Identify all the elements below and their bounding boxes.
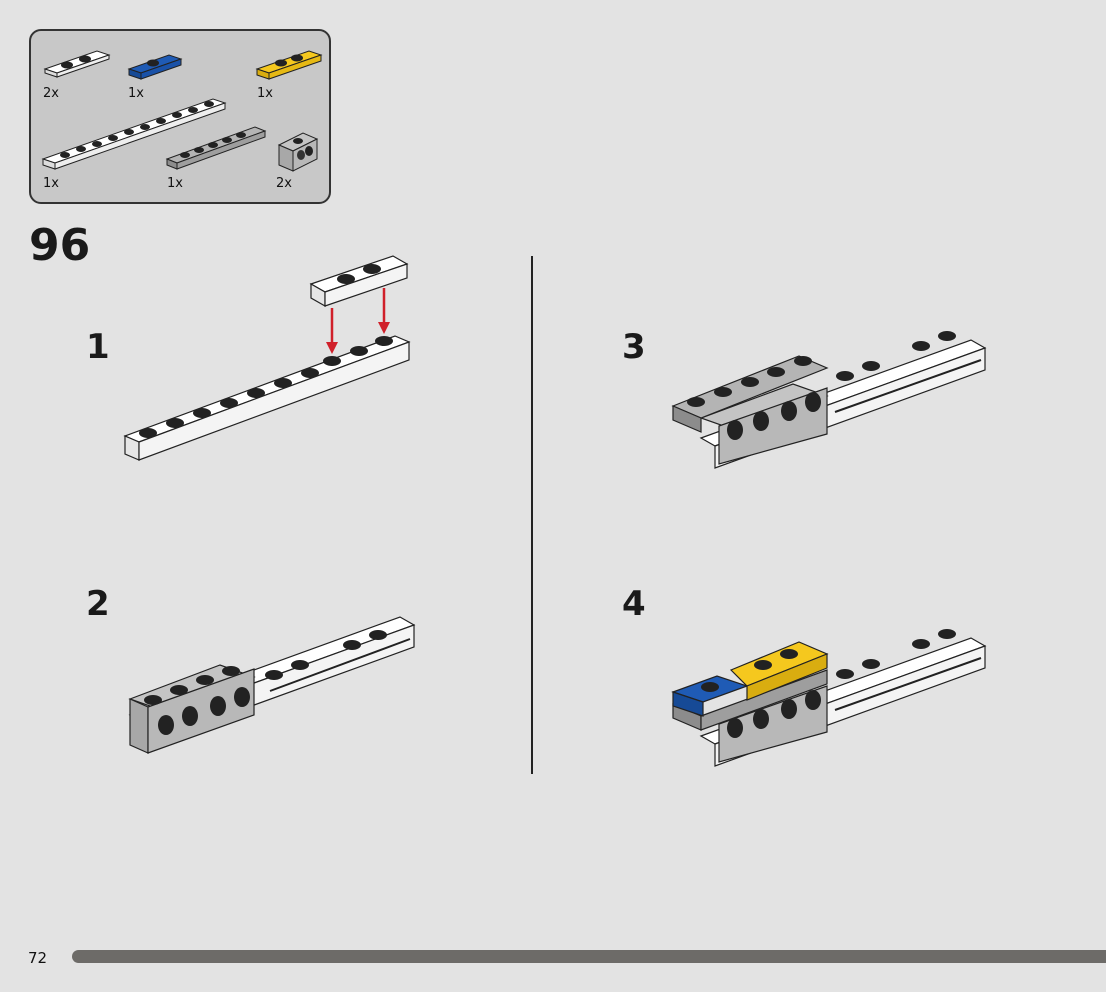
step-divider: [531, 256, 533, 774]
substep-number: 4: [622, 584, 646, 624]
yellow-plate: [729, 641, 829, 701]
white-1x2-plate-icon: [43, 50, 111, 78]
substep-number: 1: [86, 327, 110, 367]
part-quantity: 2x: [276, 176, 292, 191]
white-1x10-plate-icon: [41, 98, 227, 170]
gray-side-stud-bricks: [718, 685, 828, 763]
blue-jumper-plate-icon: [127, 54, 183, 80]
part-quantity: 1x: [43, 176, 59, 191]
white-1x2-plate: [309, 255, 409, 308]
gray-side-stud-bricks: [128, 664, 256, 754]
white-long-plate: [123, 335, 411, 461]
part-quantity: 2x: [43, 86, 59, 101]
part-quantity: 1x: [167, 176, 183, 191]
page-number: 72: [28, 949, 48, 967]
gray-side-stud-brick-icon: [277, 132, 319, 172]
progress-bar: [72, 950, 1106, 963]
part-quantity: 1x: [128, 86, 144, 101]
blue-jumper-plate: [671, 675, 749, 717]
substep-3-illustration: [671, 331, 987, 469]
substep-1-illustration: [123, 255, 411, 461]
parts-list-illustrations: [41, 50, 323, 172]
gray-plate: [671, 355, 829, 433]
substep-2-illustration: [128, 616, 416, 754]
gray-side-stud-bricks: [699, 383, 829, 465]
gray-1x6-plate-icon: [165, 126, 267, 170]
placement-arrows: [326, 288, 390, 354]
yellow-1x2-plate-icon: [255, 50, 323, 80]
part-quantity: 1x: [257, 86, 273, 101]
substep-4-illustration: [671, 629, 987, 767]
parts-list-panel: 2x 1x 1x 1x 1x 2x: [29, 29, 331, 204]
step-number: 96: [29, 220, 91, 271]
substep-number: 3: [622, 327, 646, 367]
substep-number: 2: [86, 584, 110, 624]
